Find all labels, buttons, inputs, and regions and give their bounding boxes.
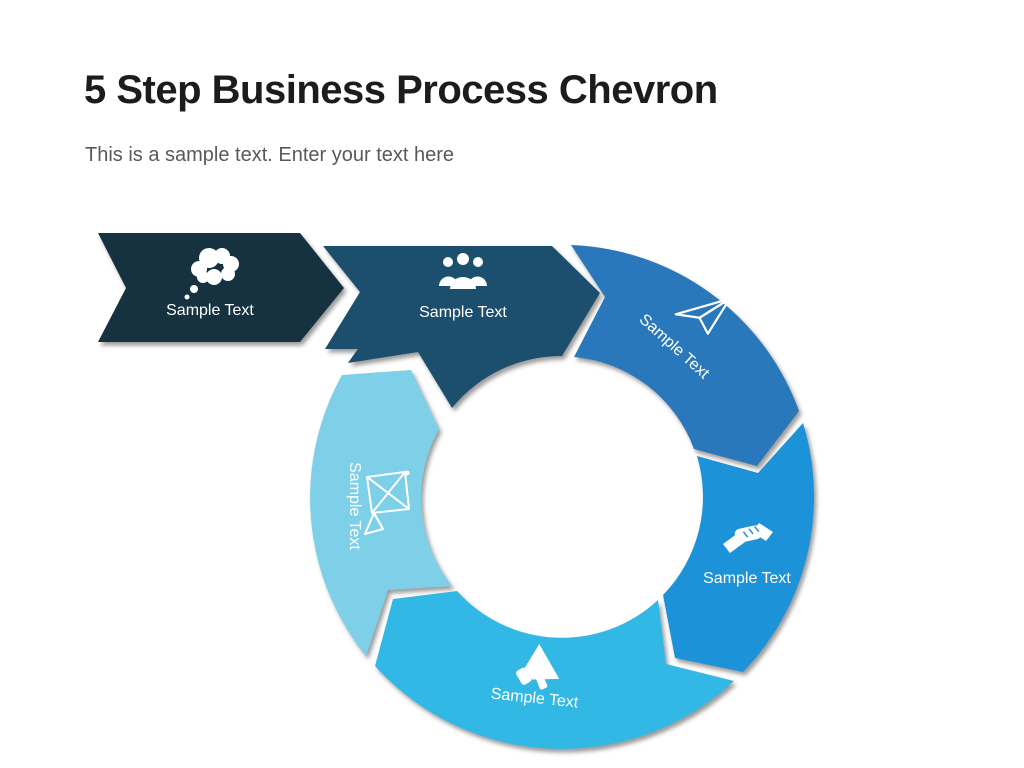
satellite-dish-icon: [364, 470, 410, 535]
meeting-people-icon: [439, 253, 487, 289]
handshake-icon: [723, 523, 773, 553]
step-2-chevron[interactable]: [323, 246, 600, 408]
step-4-ring-segment[interactable]: [663, 423, 815, 672]
slide-title: 5 Step Business Process Chevron: [84, 68, 718, 112]
step-6-label: Sample Text: [346, 462, 363, 550]
step-1-label: Sample Text: [166, 302, 254, 319]
step-1-chevron[interactable]: [98, 233, 344, 342]
step-5-ring-segment[interactable]: [375, 591, 734, 749]
step-2-label: Sample Text: [419, 304, 507, 321]
thought-cloud-icon: [184, 248, 239, 300]
step-3-ring-segment[interactable]: [571, 245, 799, 466]
slide-subtitle: This is a sample text. Enter your text h…: [85, 144, 455, 166]
step-4-label: Sample Text: [703, 570, 791, 587]
paper-plane-icon: [674, 297, 731, 335]
megaphone-icon: [516, 644, 560, 690]
